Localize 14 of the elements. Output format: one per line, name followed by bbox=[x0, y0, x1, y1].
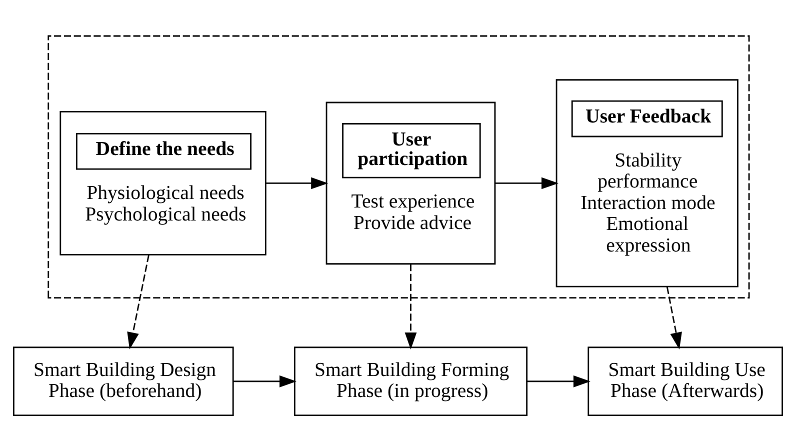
node-box: User Feedback Stability performance Interaction mode Emotional expression bbox=[556, 78, 738, 287]
cluster bbox=[48, 34, 750, 298]
arrow bbox=[127, 254, 150, 349]
arrow bbox=[666, 286, 682, 349]
node-box: Define the needs Physiological needs Psychological needs bbox=[60, 110, 266, 255]
arrow bbox=[495, 176, 558, 189]
arrow bbox=[233, 374, 296, 387]
arrow bbox=[404, 264, 417, 349]
node-box: Smart Building Use Phase (Afterwards) bbox=[588, 346, 784, 416]
arrow bbox=[266, 176, 328, 189]
node-box: Smart Building Design Phase (beforehand) bbox=[12, 346, 234, 416]
node-box: Smart Building Forming Phase (in progress) bbox=[294, 346, 528, 416]
arrow bbox=[527, 374, 590, 387]
node-box: User participation Test experience Provide advice bbox=[326, 101, 496, 264]
